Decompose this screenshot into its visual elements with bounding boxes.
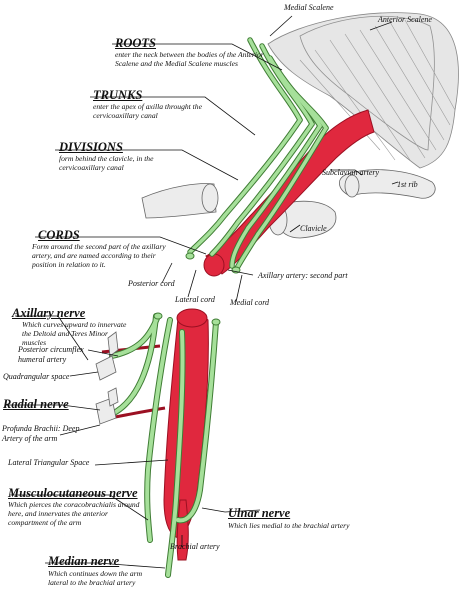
muscle-space-blocks [95, 331, 119, 425]
label-lateral-cord: Lateral cord [175, 295, 215, 304]
label-posterior-cord: Posterior cord [128, 279, 175, 288]
label-roots-title: ROOTS [115, 36, 156, 50]
label-cords-desc: Form around the second part of the axill… [32, 242, 166, 269]
label-trunks-desc: enter the apex of axilla throught the ce… [93, 102, 202, 120]
label-cords-title: CORDS [38, 228, 80, 242]
label-subclavian-artery: Subclavian artery [322, 168, 380, 177]
label-ulnar-title: Ulnar nerve [228, 506, 291, 520]
artery [99, 109, 375, 561]
label-roots-desc: enter the neck between the bodies of the… [115, 50, 264, 68]
label-profunda-brachii: Profunda Brachii: Deep Artery of the arm [2, 424, 80, 443]
label-quadrangular-space: Quadrangular space [3, 372, 70, 381]
plexus-nerves [187, 37, 329, 273]
label-posterior-circumflex: Posterior circumflex humeral artery [18, 345, 84, 364]
label-median-desc: Which continues down the arm lateral to … [48, 569, 143, 587]
label-median-title: Median nerve [48, 554, 120, 568]
label-anterior-scalene: Anterior Scalene [378, 15, 432, 24]
label-axillary-nerve-title: Axillary nerve [12, 306, 86, 320]
arm-nerves [109, 252, 241, 578]
label-musculocutaneous-desc: Which pierces the coracobrachialis aroun… [8, 500, 140, 527]
label-lateral-triangular-space: Lateral Triangular Space [8, 458, 90, 467]
first-rib-bone [339, 169, 436, 199]
label-medial-cord: Medial cord [230, 298, 270, 307]
label-divisions-title: DIVISIONS [59, 140, 123, 154]
leader-lines [5, 15, 399, 569]
label-ulnar-desc: Which lies medial to the brachial artery [228, 521, 350, 530]
label-trunks-title: TRUNKS [93, 88, 143, 102]
label-axillary-artery: Axillary artery: second part [258, 271, 348, 280]
label-first-rib: 1st rib [397, 180, 418, 189]
label-divisions-desc: form behind the clavicle, in the cervico… [59, 154, 154, 172]
label-musculocutaneous-title: Musculocutaneous nerve [8, 486, 138, 500]
label-brachial-artery: Brachial artery [170, 542, 220, 551]
label-medial-scalene: Medial Scalene [284, 3, 334, 12]
label-clavicle: Clavicle [300, 224, 327, 233]
clavicle-bone [141, 183, 337, 239]
label-radial-nerve-title: Radial nerve [3, 397, 69, 411]
label-axillary-nerve-desc: Which curves upward to innervate the Del… [22, 320, 127, 347]
